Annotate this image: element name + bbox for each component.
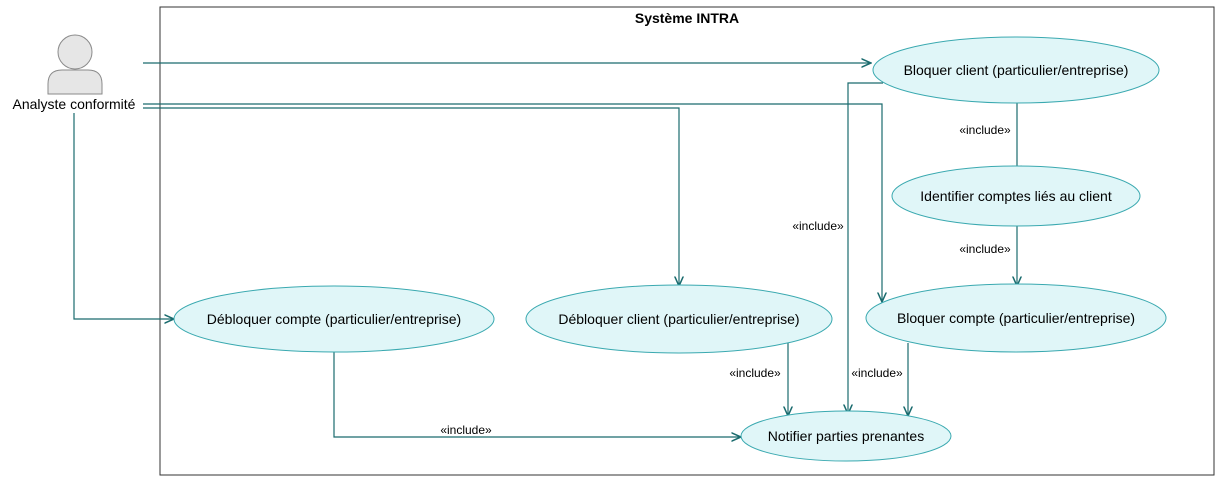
edge-actor-to-debloquer-client [143, 107, 679, 286]
usecase-label: Identifier comptes liés au client [920, 188, 1112, 204]
edge-debloquer-compte-to-notifier [333, 352, 741, 437]
include-label-6: «include» [440, 423, 492, 437]
actor-analyste-conformite[interactable]: Analyste conformité [13, 34, 136, 112]
usecase-bloquer-client[interactable]: Bloquer client (particulier/entreprise) [872, 36, 1160, 104]
include-label-3: «include» [792, 219, 844, 233]
actor-label: Analyste conformité [13, 96, 136, 112]
system-boundary [159, 6, 1215, 476]
include-label-4: «include» [851, 366, 903, 380]
usecase-label: Débloquer compte (particulier/entreprise… [207, 311, 461, 327]
usecase-label: Bloquer compte (particulier/entreprise) [897, 310, 1135, 326]
usecase-debloquer-compte[interactable]: Débloquer compte (particulier/entreprise… [173, 285, 495, 353]
edge-actor-to-bloquer-compte [143, 103, 882, 302]
usecase-label: Bloquer client (particulier/entreprise) [904, 62, 1129, 78]
usecase-identifier-comptes[interactable]: Identifier comptes liés au client [891, 165, 1141, 227]
edge-actor-to-debloquer-compte [73, 113, 174, 319]
include-label-5: «include» [729, 366, 781, 380]
include-label-2: «include» [959, 242, 1011, 256]
usecase-label: Débloquer client (particulier/entreprise… [558, 311, 799, 327]
system-title: Système INTRA [635, 10, 739, 26]
usecase-label: Notifier parties prenantes [768, 428, 924, 444]
usecase-bloquer-compte[interactable]: Bloquer compte (particulier/entreprise) [865, 283, 1167, 353]
actor-head-icon [57, 34, 93, 70]
edge-bloquer-client-to-notifier [848, 82, 883, 414]
include-label-1: «include» [959, 123, 1011, 137]
usecase-notifier-parties[interactable]: Notifier parties prenantes [740, 410, 952, 462]
actor-body-icon [47, 69, 103, 95]
usecase-debloquer-client[interactable]: Débloquer client (particulier/entreprise… [525, 284, 833, 354]
